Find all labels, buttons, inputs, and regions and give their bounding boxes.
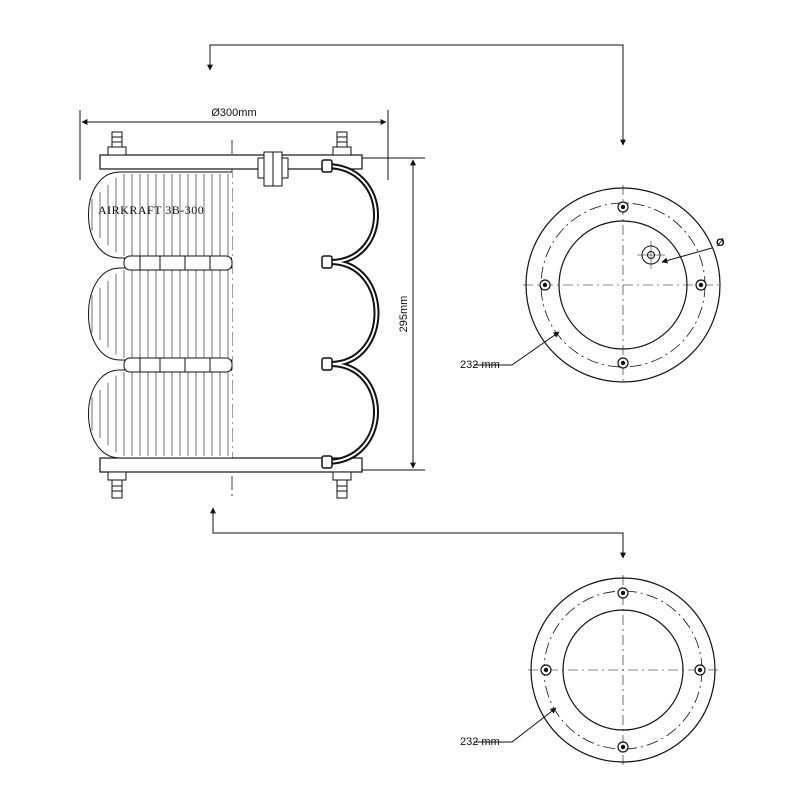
diameter-label: Ø300mm <box>211 107 256 119</box>
bolt-hole-dots <box>542 204 704 366</box>
top-plate <box>99 154 363 170</box>
air-spring-side-view: AIRKRAFT 3B-300 <box>88 131 380 500</box>
hole-diameter-label: Ø <box>716 237 725 249</box>
bellow-convolution-3 <box>88 369 232 459</box>
air-fitting <box>257 151 289 187</box>
girdle-ring-1 <box>123 255 233 271</box>
top-plate-view: Ø 232 mm <box>460 185 725 385</box>
bellow-cross-section <box>325 163 380 465</box>
diameter-dimension <box>79 110 389 180</box>
model-name: AIRKRAFT 3B-300 <box>98 203 204 217</box>
height-dimension <box>360 157 425 471</box>
top-plate-dimension: 232 mm <box>460 359 500 371</box>
top-connector-arrow <box>207 44 626 146</box>
bottom-plate-dimension: 232 mm <box>460 736 500 748</box>
height-label: 295mm <box>398 296 410 333</box>
bottom-bolt-hole-dots <box>543 590 703 750</box>
bottom-stud-left <box>107 471 127 499</box>
air-inlet-hole <box>637 241 665 269</box>
bead-clamps <box>321 159 333 469</box>
bottom-plate-view: 232 mm <box>460 575 718 765</box>
bottom-stud-right <box>332 471 352 499</box>
top-stud-right <box>332 131 352 156</box>
bellow-convolution-2 <box>88 267 232 361</box>
bellow-shading <box>91 174 229 456</box>
girdle-ring-2 <box>123 357 233 373</box>
top-stud-left <box>107 131 127 156</box>
bottom-connector-arrow <box>210 507 626 559</box>
